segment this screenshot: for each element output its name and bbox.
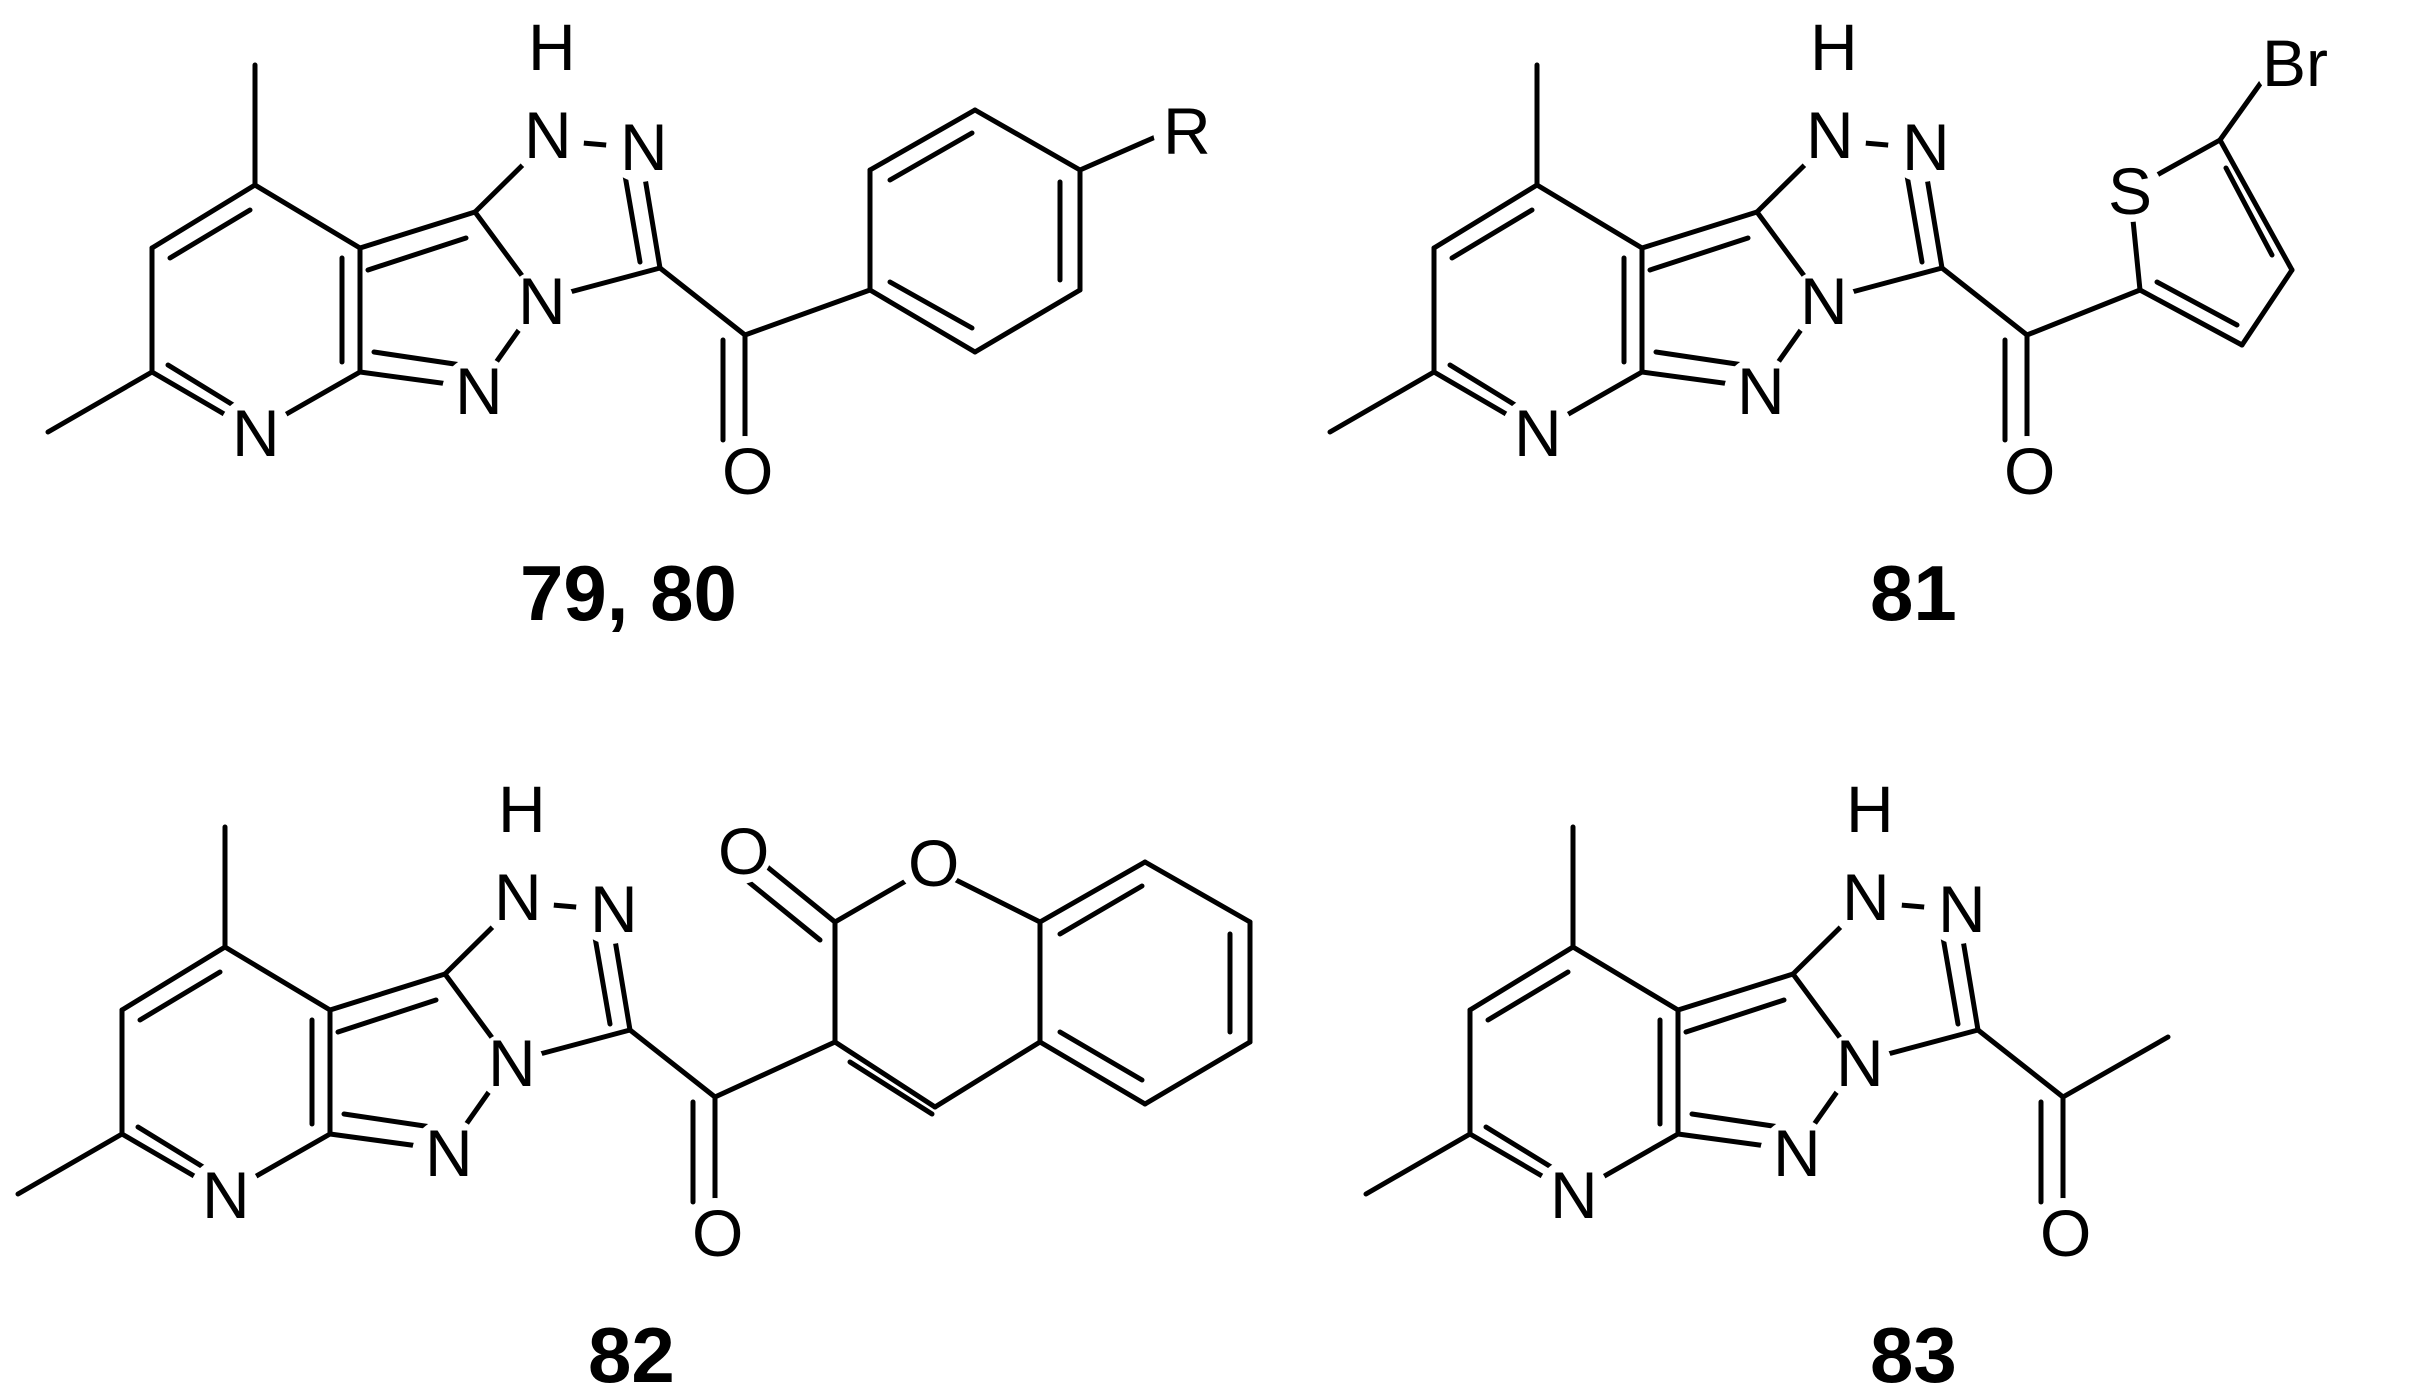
compound-label: 81 [1870, 549, 1957, 637]
atom-br: Br [2262, 26, 2328, 100]
structure-79-80: H N N N N N O R 79, 80 [48, 10, 1217, 637]
atom-o: O [692, 1196, 743, 1270]
atom-n-pyridine: N [202, 1158, 250, 1232]
atom-s: S [2108, 154, 2152, 228]
atom-n-bridge: N [1836, 1026, 1884, 1100]
atom-h: H [1810, 10, 1858, 84]
structure-83: H N N N N N O 83 [1366, 772, 2171, 1399]
structure-81: H N N N N N O S Br 81 [1330, 10, 2330, 637]
compound-label: 79, 80 [520, 549, 737, 637]
atom-r: R [1163, 94, 1211, 168]
atom-n: N [590, 872, 638, 946]
atom-n-bridge: N [1800, 264, 1848, 338]
atom-n-bridge: N [488, 1026, 536, 1100]
atom-n-bridge: N [518, 264, 566, 338]
atom-n-pyridine: N [232, 396, 280, 470]
atom-h: H [498, 772, 546, 846]
atom-h: H [1846, 772, 1894, 846]
atom-n-pyrazole: N [1773, 1116, 1821, 1190]
atom-n-pyridine: N [1514, 396, 1562, 470]
atom-n-h: N [524, 98, 572, 172]
atom-n-pyrazole: N [455, 354, 503, 428]
atom-o: O [2040, 1196, 2091, 1270]
atom-n-h: N [494, 860, 542, 934]
compound-label: 82 [588, 1311, 675, 1395]
atom-o-lactone: O [718, 814, 769, 888]
atom-n-h: N [1806, 98, 1854, 172]
atom-o: O [2004, 434, 2055, 508]
atom-n-pyrazole: N [1737, 354, 1785, 428]
atom-o: O [722, 434, 773, 508]
atom-n: N [1902, 110, 1950, 184]
atom-n: N [620, 110, 668, 184]
structure-82: H N N N N N O O O 82 [18, 772, 1253, 1399]
atom-n-pyrazole: N [425, 1116, 473, 1190]
compound-label: 83 [1870, 1311, 1957, 1395]
atom-o-ring: O [908, 826, 959, 900]
atom-h: H [528, 10, 576, 84]
atom-n-pyridine: N [1550, 1158, 1598, 1232]
atom-n-h: N [1842, 860, 1890, 934]
atom-n: N [1938, 872, 1986, 946]
